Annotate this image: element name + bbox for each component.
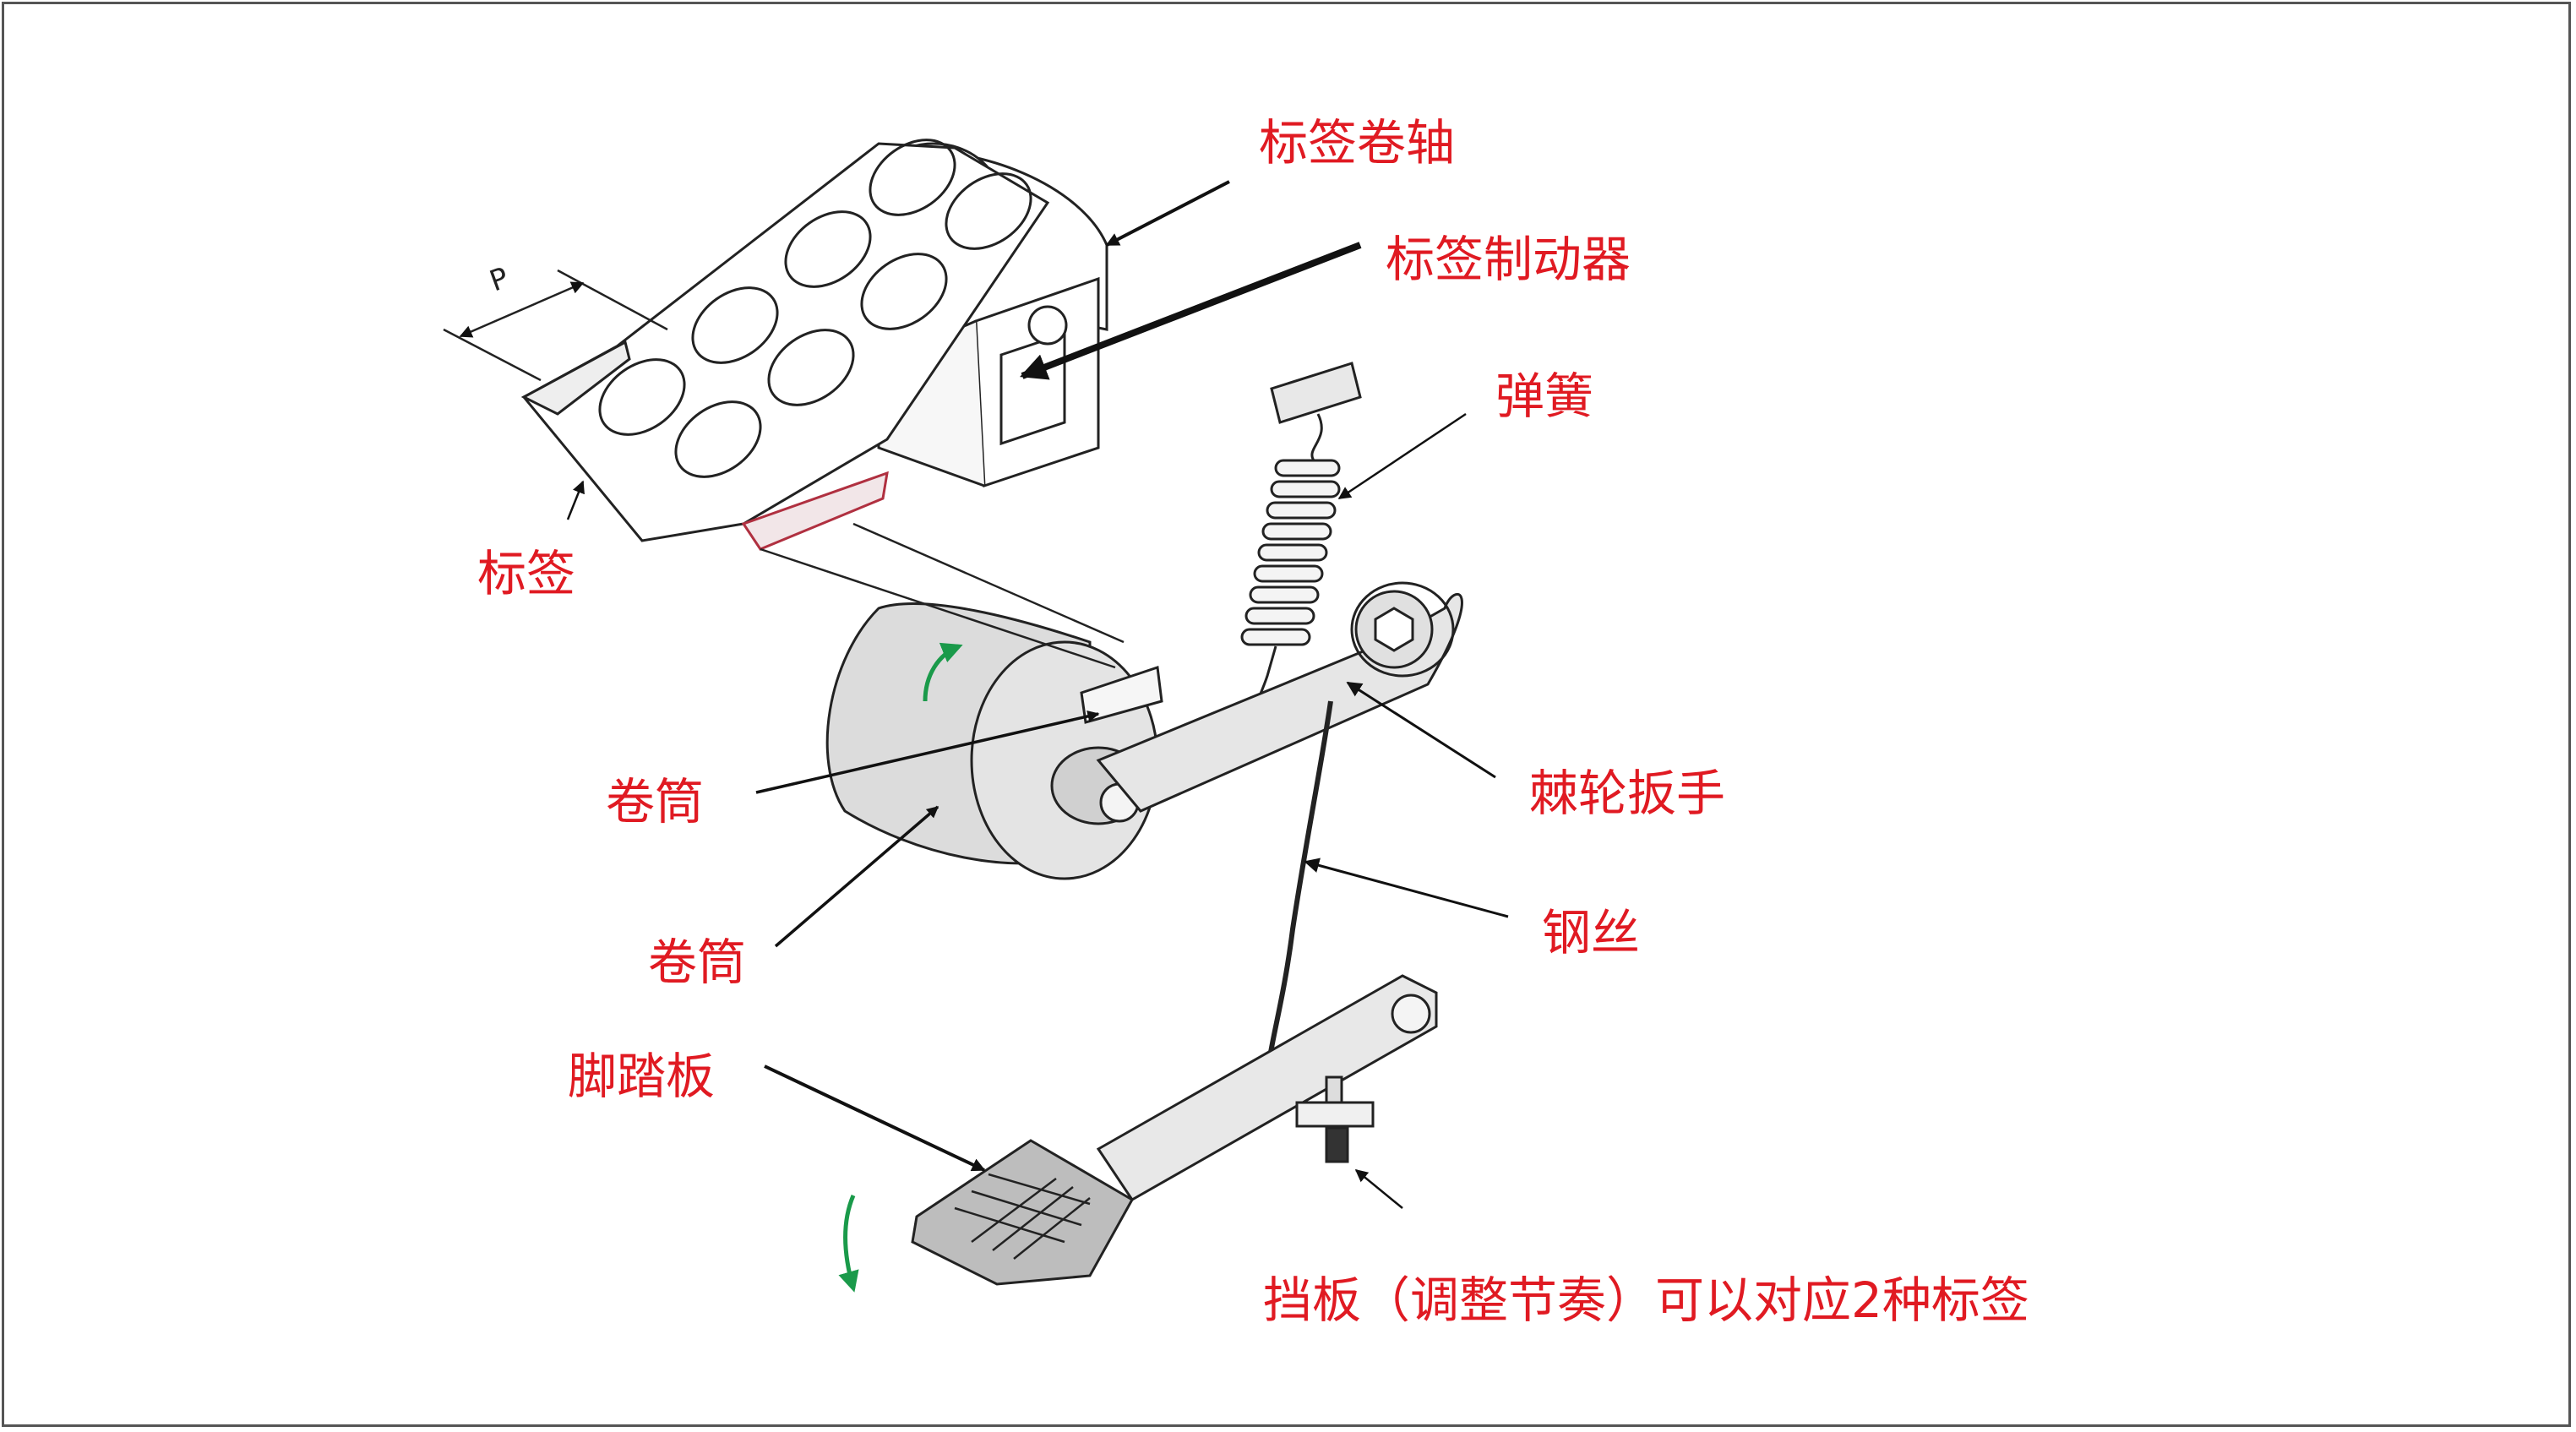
label-brake-label: 标签制动器	[1386, 231, 1631, 288]
leader-lines	[566, 180, 1509, 1209]
drum-label-1: 卷筒	[606, 773, 705, 830]
pitch-dimension	[443, 269, 668, 382]
leader-drum-2	[774, 805, 939, 948]
leader-spring	[1337, 412, 1467, 500]
leader-label-roll	[1105, 180, 1230, 247]
leader-label-brake	[1020, 242, 1362, 380]
ratchet-wrench-label: 棘轮扳手	[1529, 765, 1726, 822]
label-label: 标签	[477, 545, 576, 602]
leader-label	[566, 480, 585, 520]
leader-ratchet-wrench	[1346, 681, 1496, 779]
spring-label: 弹簧	[1495, 368, 1594, 425]
leader-steel-wire	[1304, 858, 1509, 918]
label-roll-label: 标签卷轴	[1259, 114, 1456, 172]
spring-drawing	[1240, 362, 1362, 720]
label-roll-drawing	[520, 139, 1108, 551]
drum-rotation-arrow	[923, 642, 963, 702]
pedal-drawing	[911, 974, 1438, 1286]
steel-wire-drawing	[1256, 700, 1333, 1099]
drum-drawing	[760, 522, 1163, 880]
pedal-label: 脚踏板	[568, 1048, 716, 1105]
drum-label-2: 卷筒	[648, 934, 747, 991]
leader-drum-1	[755, 710, 1100, 794]
leader-pedal	[764, 1064, 986, 1172]
pedal-press-arrow	[838, 1195, 859, 1293]
ratchet-wrench-drawing	[1096, 581, 1463, 813]
steel-wire-label: 钢丝	[1542, 904, 1641, 961]
leader-baffle	[1354, 1169, 1403, 1209]
baffle-note-label: 挡板（调整节奏）可以对应2种标签	[1263, 1271, 2029, 1329]
pitch-symbol: P	[485, 261, 513, 299]
